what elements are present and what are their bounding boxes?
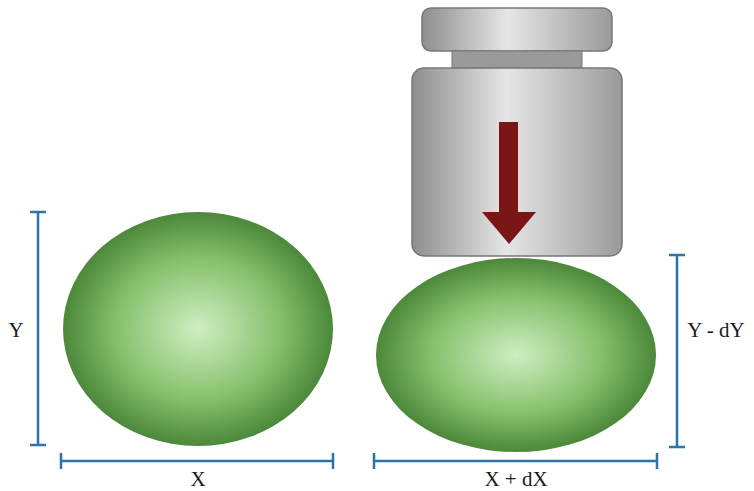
dimension-tick [30, 211, 46, 214]
force-arrow-head [482, 212, 536, 244]
deformed-body [376, 258, 656, 452]
dimension-line [374, 460, 657, 463]
weight-neck [452, 51, 582, 68]
dimension-label: X + dX [484, 469, 547, 490]
dimension-tick [60, 453, 63, 469]
undeformed-body [63, 212, 333, 446]
dimension-tick [669, 446, 685, 449]
dimension-line [37, 212, 40, 445]
dimension-tick [332, 453, 335, 469]
dimension-label: Y - dY [687, 320, 745, 341]
dimension-tick [656, 453, 659, 469]
dimension-label: Y [8, 320, 23, 341]
force-arrow-shaft [499, 122, 518, 217]
dimension-line [676, 255, 679, 447]
dimension-tick [373, 453, 376, 469]
dimension-tick [30, 444, 46, 447]
weight [412, 8, 622, 256]
weight-body [412, 68, 622, 256]
dimension-label: X [190, 469, 205, 490]
dimension-tick [669, 254, 685, 257]
dimension-line [61, 460, 333, 463]
dimension-lines [30, 212, 685, 469]
weight-cap [422, 8, 612, 51]
